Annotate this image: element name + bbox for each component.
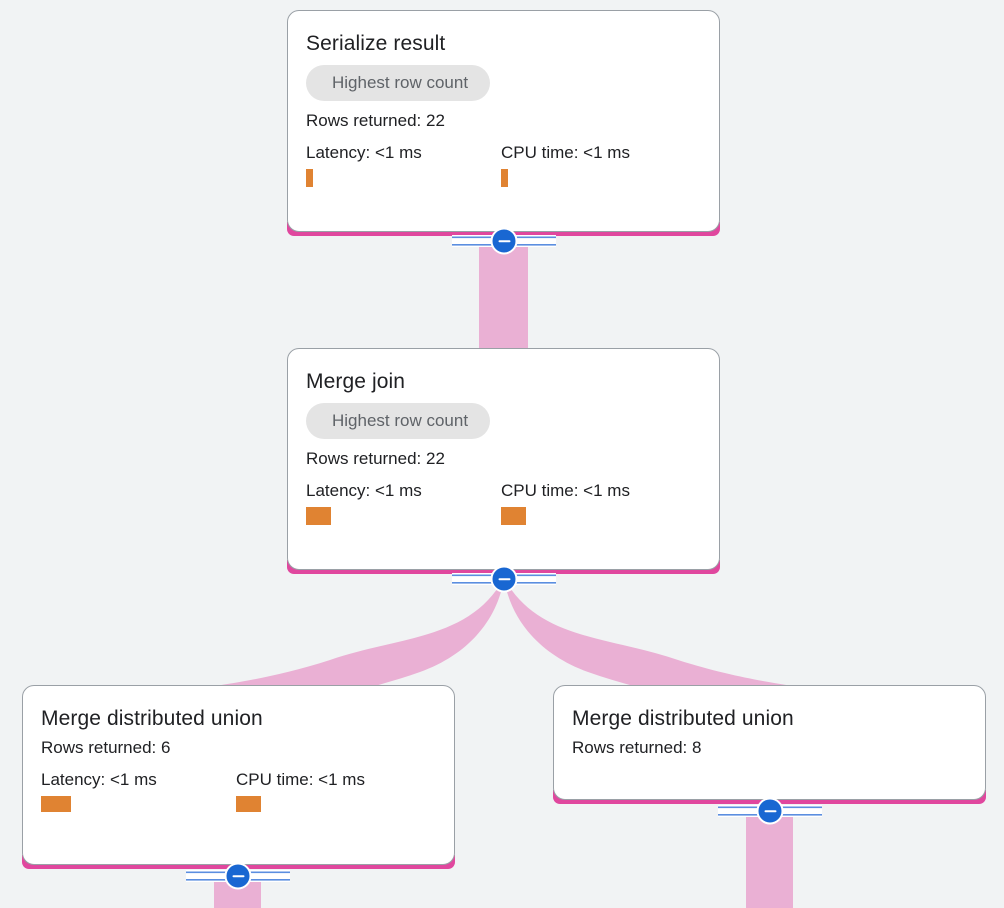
minus-icon[interactable] bbox=[490, 227, 518, 255]
node-merge-distributed-union-right[interactable]: Merge distributed union Rows returned: 8 bbox=[553, 685, 986, 800]
metric-cpu-time-bar bbox=[501, 169, 508, 187]
toggle-merge-join[interactable] bbox=[452, 564, 556, 594]
node-card[interactable]: Merge join Highest row count Rows return… bbox=[287, 348, 720, 570]
node-metrics: Latency: <1 ms CPU time: <1 ms bbox=[306, 143, 701, 187]
metric-latency-label: Latency: <1 ms bbox=[41, 770, 157, 789]
node-card[interactable]: Merge distributed union Rows returned: 8 bbox=[553, 685, 986, 800]
node-title: Merge distributed union bbox=[41, 707, 263, 730]
node-rows-returned: Rows returned: 22 bbox=[306, 111, 445, 130]
metric-cpu-time: CPU time: <1 ms bbox=[501, 481, 630, 525]
metric-cpu-time-label: CPU time: <1 ms bbox=[501, 143, 630, 162]
toggle-merge-distributed-union-left[interactable] bbox=[186, 861, 290, 891]
metric-cpu-time-bar bbox=[236, 796, 261, 812]
node-badge-highest-row-count: Highest row count bbox=[306, 403, 491, 439]
node-merge-join[interactable]: Merge join Highest row count Rows return… bbox=[287, 348, 720, 570]
node-badge-highest-row-count: Highest row count bbox=[306, 65, 491, 101]
node-title: Serialize result bbox=[306, 32, 446, 55]
minus-icon[interactable] bbox=[224, 862, 252, 890]
metric-latency: Latency: <1 ms bbox=[306, 143, 501, 187]
metric-cpu-time-label: CPU time: <1 ms bbox=[236, 770, 365, 789]
metric-latency-bar bbox=[306, 507, 331, 525]
toggle-merge-distributed-union-right[interactable] bbox=[718, 796, 822, 826]
node-title: Merge join bbox=[306, 370, 406, 393]
metric-latency-label: Latency: <1 ms bbox=[306, 143, 422, 162]
metric-latency: Latency: <1 ms bbox=[41, 770, 236, 812]
metric-cpu-time-label: CPU time: <1 ms bbox=[501, 481, 630, 500]
node-rows-returned: Rows returned: 6 bbox=[41, 738, 171, 757]
node-card[interactable]: Merge distributed union Rows returned: 6… bbox=[22, 685, 455, 865]
node-title: Merge distributed union bbox=[572, 707, 794, 730]
node-merge-distributed-union-left[interactable]: Merge distributed union Rows returned: 6… bbox=[22, 685, 455, 865]
minus-icon[interactable] bbox=[756, 797, 784, 825]
metric-latency: Latency: <1 ms bbox=[306, 481, 501, 525]
node-rows-returned: Rows returned: 22 bbox=[306, 449, 445, 468]
metric-cpu-time-bar bbox=[501, 507, 526, 525]
node-metrics: Latency: <1 ms CPU time: <1 ms bbox=[41, 770, 436, 812]
toggle-serialize-result[interactable] bbox=[452, 226, 556, 256]
metric-latency-label: Latency: <1 ms bbox=[306, 481, 422, 500]
minus-icon[interactable] bbox=[490, 565, 518, 593]
metric-latency-bar bbox=[41, 796, 71, 812]
metric-cpu-time: CPU time: <1 ms bbox=[501, 143, 630, 187]
node-card[interactable]: Serialize result Highest row count Rows … bbox=[287, 10, 720, 232]
node-serialize-result[interactable]: Serialize result Highest row count Rows … bbox=[287, 10, 720, 232]
metric-cpu-time: CPU time: <1 ms bbox=[236, 770, 365, 812]
node-rows-returned: Rows returned: 8 bbox=[572, 738, 702, 757]
node-metrics: Latency: <1 ms CPU time: <1 ms bbox=[306, 481, 701, 525]
metric-latency-bar bbox=[306, 169, 313, 187]
